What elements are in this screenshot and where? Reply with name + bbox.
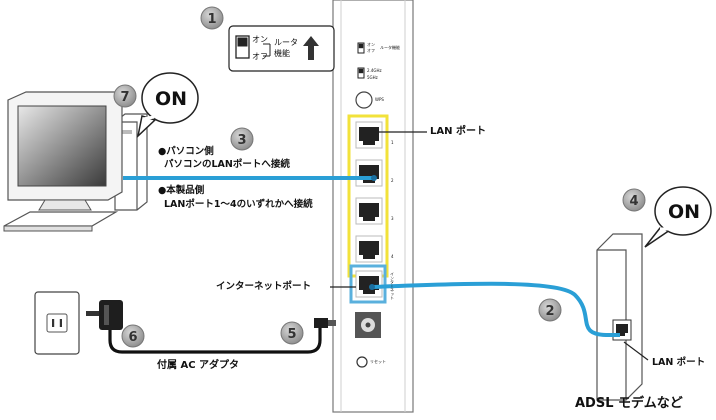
switch-callout (228, 25, 335, 72)
step-number-5: 5 (287, 327, 296, 342)
lan-port-3[interactable] (355, 197, 383, 225)
pc-side-heading: ●パソコン側 (158, 146, 214, 157)
step-marker-7: 7 (113, 84, 137, 108)
router-switch-label: ルータ機能 (380, 45, 400, 50)
band-5-label: 5GHz (367, 75, 378, 80)
step-number-1: 1 (207, 12, 216, 27)
ac-adapter-label: 付属 AC アダプタ (157, 360, 240, 371)
reset-button[interactable] (356, 356, 368, 368)
wps-label: WPS (375, 97, 384, 102)
lan-port-group (355, 121, 383, 263)
step-marker-2: 2 (538, 298, 562, 322)
band-switch[interactable] (357, 67, 365, 79)
internet-port-highlight (349, 264, 387, 304)
reset-label: リセット (370, 359, 386, 364)
modem-illustration (596, 233, 643, 401)
step-marker-6: 6 (121, 324, 145, 348)
step-number-2: 2 (545, 304, 554, 319)
internet-port-label: インターネットポート (216, 281, 312, 292)
step-number-7: 7 (120, 90, 129, 105)
pc-on-bubble (136, 72, 199, 139)
port-number-1: 1 (391, 140, 394, 145)
modem-on-text: ON (668, 201, 700, 223)
pc-side-description: パソコンのLANポートへ接続 (164, 159, 290, 170)
lan-port-1[interactable] (355, 121, 383, 149)
lan-port-4[interactable] (355, 235, 383, 263)
step-number-3: 3 (237, 133, 246, 148)
wan-cable (371, 281, 620, 337)
leader-modem-lan (623, 341, 649, 361)
modem-lan-port-label: LAN ポート (652, 357, 706, 368)
step-marker-5: 5 (280, 321, 304, 345)
step-marker-4: 4 (622, 188, 646, 212)
lan-port-label: LAN ポート (430, 126, 486, 137)
device-side-description: LANポート1～4のいずれかへ接続 (164, 199, 313, 210)
step-number-4: 4 (629, 194, 638, 209)
device-side-heading: ●本製品側 (158, 185, 205, 196)
arrow-up-icon (303, 36, 319, 60)
router-function-switch[interactable] (357, 42, 365, 54)
pc-illustration (3, 91, 148, 232)
port-number-2: 2 (391, 178, 394, 183)
callout-function-label: 機能 (274, 49, 290, 58)
wall-outlet (34, 291, 80, 355)
modem-label: ADSL モデムなど (575, 396, 683, 411)
step-marker-3: 3 (230, 127, 254, 151)
ac-adapter (86, 300, 336, 354)
callout-router-label: ルータ (274, 38, 298, 47)
port-number-3: 3 (391, 216, 394, 221)
step-number-6: 6 (128, 330, 137, 345)
internet-vertical-label: インターネット (390, 272, 395, 300)
port-number-4: 4 (391, 254, 394, 259)
power-jack[interactable] (355, 312, 381, 338)
lan-port-2[interactable] (355, 159, 383, 187)
internet-port[interactable] (355, 270, 383, 298)
callout-on-label: オン (252, 35, 268, 44)
band-24-label: 2.4GHz (367, 68, 382, 73)
modem-on-bubble (644, 186, 712, 248)
pc-on-text: ON (155, 88, 187, 110)
step-marker-1: 1 (200, 6, 224, 30)
callout-off-label: オフ (252, 52, 268, 61)
router-switch-off: オフ (367, 48, 375, 53)
wps-button[interactable] (355, 91, 373, 109)
router-switch-on: オン (367, 42, 375, 47)
